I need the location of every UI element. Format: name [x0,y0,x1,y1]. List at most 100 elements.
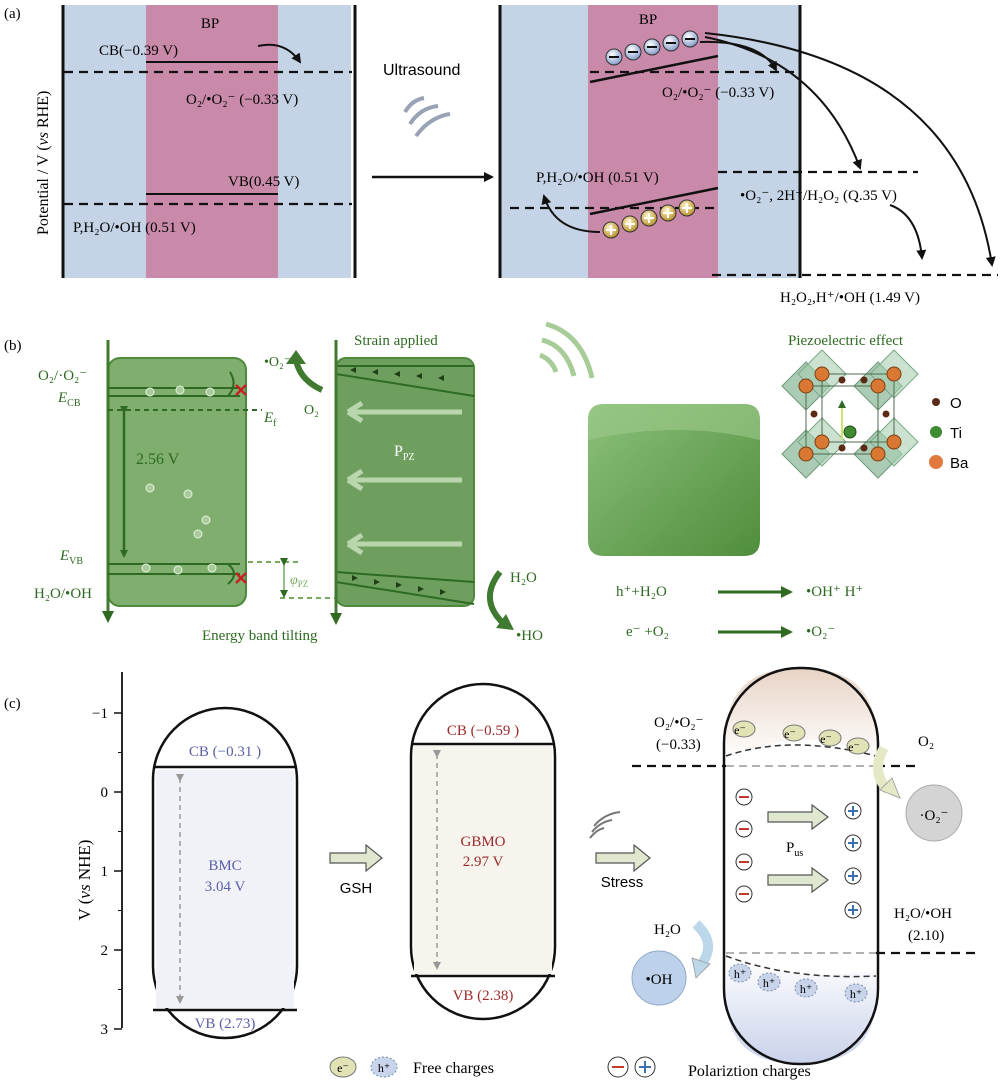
strained-bottom-arrows [352,575,446,595]
o2-label-c: O₂ [918,734,934,750]
panel-b: (b) O₂/·O₂⁻ ECB Ef 2.56 V EVB H₂O/•OH φP… [4,321,969,644]
h-label-1: h⁺ [734,967,746,981]
cb-label: CB(−0.39 V) [99,43,178,59]
legend-hole-label: h⁺ [378,1061,390,1075]
h-label-3: h⁺ [800,982,812,996]
gbmo-cb-label: CB (−0.59 ) [447,723,519,739]
h2o-oh-label-c: H₂O/•OH [894,906,952,922]
h2o-curve-arrow [486,570,507,627]
strained-top-arrows [350,367,444,381]
panel-a: (a) Potential / V (vs RHE) BP CB(−0.39 V… [4,5,998,306]
legend-negative-icon [607,1056,629,1078]
o2-couple-c: O₂/•O₂⁻ [654,715,703,731]
arrow-h2o2-to-oh [889,204,927,260]
o2-couple-c-value: (−0.33) [656,737,701,753]
c-axis-tick-label: 2 [101,943,109,959]
c-axis-tick-label: 1 [101,864,109,880]
panel-a-label: (a) [4,6,21,22]
polarization-negatives [735,788,753,903]
arrow-to-o2 [699,40,777,72]
gbmo-gap-label: 2.97 V [463,854,504,870]
reaction2-left: e⁻ +O₂ [626,624,669,640]
h-label-2: h⁺ [763,976,775,990]
block-dots-left [141,385,217,575]
band-right-diagram-left [500,5,588,278]
ho-label-b: •HO [516,628,543,644]
reaction1-left: h⁺+H₂O [616,584,667,600]
h-label-4: h⁺ [850,987,862,1001]
holes-row [602,199,696,239]
legend-o-marker [932,398,940,406]
sound-waves-icon [538,321,595,379]
o2-label-left: O₂/•O₂⁻ (−0.33 V) [186,92,298,108]
h2o-curve-arrowhead [496,614,514,630]
o2-label-b: O₂ [304,403,319,418]
bmc-cb-label: CB (−0.31 ) [189,744,261,760]
panel-a-ylabel: Potential / V (vs RHE) [35,91,52,235]
oh-label-c: •OH [646,972,673,988]
legend-hole-icon [370,1056,398,1078]
reaction1-right: •OH⁺ H⁺ [806,584,863,600]
o2-curve-arrowhead [286,350,306,364]
bp-label-right: BP [639,12,657,28]
ef-label: Ef [263,410,277,429]
strained-bottom-line-1 [335,571,475,583]
ecb-label: ECB [57,390,81,409]
reaction2-right: •O₂⁻ [806,624,835,640]
c-axis-tick-label: 3 [101,1022,109,1038]
perovskite-lattice [781,349,919,479]
o2-curve-arrowhead-c [879,777,901,799]
e-label-3: e⁻ [820,732,832,746]
atom-legend: O Ti Ba [929,395,969,472]
free-electrons [732,720,870,755]
polarization-positives [844,802,862,919]
p-h2o-label-right: P,H₂O/•OH (0.51 V) [536,170,659,186]
ultrasound-label: Ultrasound [383,62,460,79]
o2-h2o2-label: •O₂⁻, 2H⁺/H₂O₂ (Q.35 V) [740,188,897,204]
h2o2-oh-label: H₂O₂,H⁺/•OH (1.49 V) [780,290,920,306]
cb-arrow [257,43,302,64]
gsh-arrow [329,843,383,873]
o2-radical-c: ·O₂⁻ [920,808,949,824]
tilted-cb-line [589,54,719,84]
cb-bend-arrow [227,371,235,397]
legend-ti-label: Ti [950,425,962,442]
green-cube [588,404,760,556]
gsh-label: GSH [340,880,373,897]
oh-bubble [631,950,687,1006]
tilted-vb-line [589,186,719,216]
bmc-vb-label: VB (2.73) [195,1016,256,1032]
legend-electron-icon [329,1056,357,1078]
evb-label: EVB [59,548,83,567]
e-label-2: e⁻ [784,727,796,741]
o2-label-right: O₂/•O₂⁻ (−0.33 V) [662,85,774,101]
c-axis-tick-label: −1 [92,706,108,722]
blocked-cross-cb [235,384,247,396]
free-charges-label: Free charges [413,1060,494,1077]
strain-label: Strain applied [354,333,438,349]
o2-curve-arrow [293,359,324,393]
e-label-4: e⁻ [848,740,860,754]
legend-positive-icon [634,1056,656,1078]
pus-label: Pus [786,840,803,859]
bmc-name: BMC [208,858,241,874]
legend-o-label: O [950,395,962,412]
arrow-to-oh [704,32,996,267]
phi-label: φPZ [290,573,308,589]
piezo-title: Piezoelectric effect [788,333,904,349]
h2o-oh-label-b: H₂O/•OH [34,586,92,602]
legend-electron-label: e⁻ [337,1061,349,1075]
ppz-label: PPZ [394,443,415,463]
panel-b-label: (b) [4,338,22,354]
panel-c-ylabel: V (vs NHE) [75,840,94,921]
stress-label: Stress [601,874,644,891]
bp-label: BP [201,16,219,32]
arrow-to-h2o2 [704,36,862,170]
strained-bottom-line-2 [335,581,475,605]
band-left-blue [64,5,146,278]
o2-radical-b: •O₂⁻ [264,355,291,370]
h2o-curve-arrowhead-c [691,957,711,979]
e-label-1: e⁻ [734,723,746,737]
